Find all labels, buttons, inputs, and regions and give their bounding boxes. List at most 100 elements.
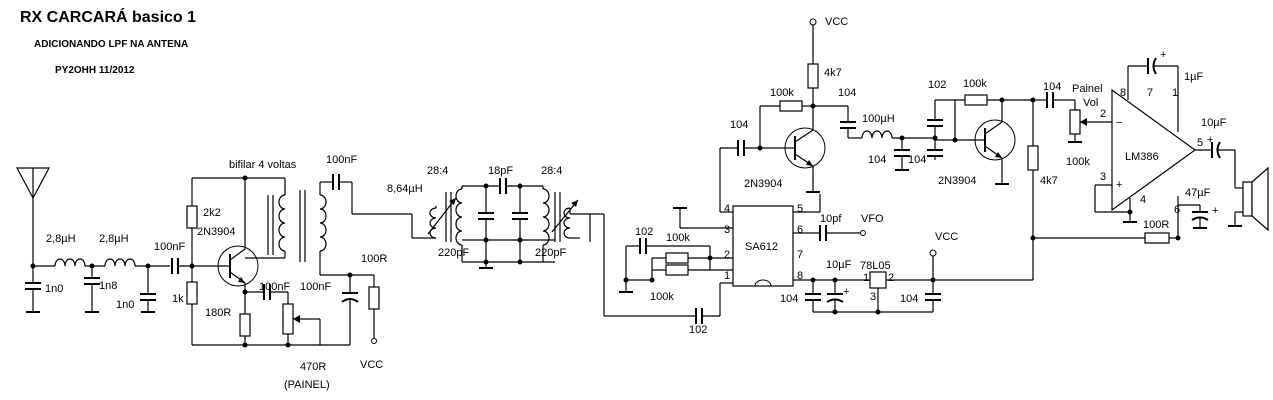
potentiometer-470r-label: 470R	[300, 361, 326, 373]
resistor-100k-a	[665, 252, 689, 264]
sa612-pin5: 5	[797, 203, 803, 215]
lm386-pin5: 5	[1197, 137, 1203, 149]
sa612-pin7: 7	[797, 249, 803, 261]
sa612-pin4: 4	[724, 203, 730, 215]
sa612-pin1: 1	[724, 270, 730, 282]
resistor-100k-q2	[779, 100, 803, 112]
capacitor-104-l2-label: 104	[908, 154, 926, 166]
panel-vol-label-1: Painel	[1072, 83, 1103, 95]
vfo-label: VFO	[861, 213, 884, 225]
ic-sa612	[732, 205, 794, 287]
capacitor-220pf-a	[478, 186, 494, 262]
ic-sa612-label: SA612	[745, 241, 778, 253]
ic-lm386	[1111, 88, 1197, 212]
capacitor-104-out	[1033, 92, 1076, 110]
sa612-pin8: 8	[797, 270, 803, 282]
resistor-100k-b	[665, 264, 689, 276]
capacitor-104-q2	[719, 140, 788, 213]
capacitor-1n0-b-label: 1n0	[116, 299, 134, 311]
bifilar-transformer-label: bifilar 4 voltas	[229, 159, 297, 171]
capacitor-1n8-label: 1n8	[99, 280, 117, 292]
potentiometer-volume	[1068, 109, 1112, 143]
capacitor-10uf-output-plus: +	[1207, 134, 1213, 146]
capacitor-220pf-b-label: 220pF	[535, 247, 566, 259]
resistor-4k7-a	[807, 63, 819, 89]
lm386-pin1: 1	[1172, 87, 1178, 99]
author-date: PY2OHH 11/2012	[55, 65, 135, 76]
vfo-terminal	[860, 230, 866, 236]
capacitor-1uf	[1127, 57, 1179, 132]
panel-vol-label-2: Vol	[1083, 97, 1098, 109]
resistor-180r	[239, 313, 251, 337]
regulator-pin3: 3	[870, 291, 876, 303]
regulator-78l05	[869, 271, 887, 312]
lm386-pin7: 7	[1147, 87, 1153, 99]
transformer-t1	[427, 186, 463, 262]
antenna-symbol	[16, 167, 50, 266]
resistor-100r-vcc	[368, 286, 380, 310]
page-title: RX CARCARÁ basico 1	[20, 9, 197, 26]
capacitor-220pf-b	[512, 186, 528, 262]
capacitor-10uf-reg	[826, 280, 844, 312]
capacitor-104-top	[840, 121, 856, 129]
lpf-main-wire	[33, 258, 170, 267]
sa612-pin2: 2	[724, 249, 730, 261]
capacitor-102-pin2	[619, 238, 711, 293]
vcc-top-terminal	[809, 18, 817, 26]
potentiometer-volume-label: 100k	[1066, 156, 1090, 168]
transistor-q1	[217, 178, 259, 292]
ic-lm386-label: LM386	[1125, 151, 1159, 163]
transistor-q1-label: 2N3904	[197, 226, 236, 238]
resistor-180r-label: 180R	[205, 307, 231, 319]
capacitor-104-reg-a	[805, 280, 821, 312]
capacitor-100nf-input-label: 100nF	[154, 241, 185, 253]
capacitor-1n0-a	[25, 266, 41, 313]
capacitor-10pf	[819, 225, 827, 241]
capacitor-18pf	[499, 178, 507, 194]
resistor-100r-vcc-label: 100R	[361, 253, 387, 265]
capacitor-104-reg-a-label: 104	[780, 293, 798, 305]
speaker-icon	[1228, 166, 1269, 232]
capacitor-100nf-input	[171, 258, 222, 274]
inductor-l2-label: 2,8µH	[99, 233, 129, 245]
capacitor-104-l1-label: 104	[868, 154, 886, 166]
capacitor-1uf-plus: +	[1160, 49, 1166, 61]
capacitor-1uf-label: 1µF	[1184, 71, 1203, 83]
capacitor-104-out-label: 104	[1043, 81, 1061, 93]
capacitor-1n0-b	[140, 266, 156, 313]
capacitor-10uf-output	[1195, 141, 1243, 189]
capacitor-104-reg-b	[925, 280, 941, 312]
resistor-1k	[186, 281, 198, 305]
lm386-minus: −	[1116, 117, 1122, 129]
capacitor-104-top-label: 104	[838, 87, 856, 99]
capacitor-100nf-bypass	[341, 275, 359, 345]
transistor-q3-label: 2N3904	[938, 175, 977, 187]
sa612-pin3: 3	[724, 224, 730, 236]
capacitor-102-pin1-label: 102	[689, 324, 707, 336]
inductor-864uh-label: 8,64µH	[387, 183, 423, 195]
resistor-4k7-b-label: 4k7	[1040, 175, 1058, 187]
vcc-top-label: VCC	[825, 16, 848, 28]
capacitor-104-l1	[894, 138, 910, 171]
regulator-78l05-label: 78L05	[860, 260, 891, 272]
regulator-pin1: 1	[863, 272, 869, 284]
lm386-plus: +	[1116, 179, 1122, 191]
capacitor-47uf	[1178, 204, 1209, 229]
capacitor-10pf-label: 10pf	[820, 213, 842, 225]
resistor-100r-lm386-label: 100R	[1143, 219, 1169, 231]
capacitor-100nf-emitter	[245, 284, 289, 304]
capacitor-102-pin1	[695, 308, 703, 324]
capacitor-102-q3-label: 102	[928, 79, 946, 91]
capacitor-10uf-output-label: 10µF	[1201, 117, 1227, 129]
transformer-t2	[542, 186, 591, 262]
transistor-q2-label: 2N3904	[744, 178, 783, 190]
capacitor-1n8	[84, 266, 100, 313]
resistor-2k2-label: 2k2	[203, 207, 221, 219]
inductor-100uh-label: 100µH	[862, 113, 895, 125]
capacitor-100nf-emitter-label: 100nF	[259, 281, 290, 293]
capacitor-104-l2	[927, 138, 943, 160]
resistor-2k2	[186, 205, 198, 229]
capacitor-100nf-bypass-label: 100nF	[300, 281, 331, 293]
resistor-100k-b-label: 100k	[650, 291, 674, 303]
